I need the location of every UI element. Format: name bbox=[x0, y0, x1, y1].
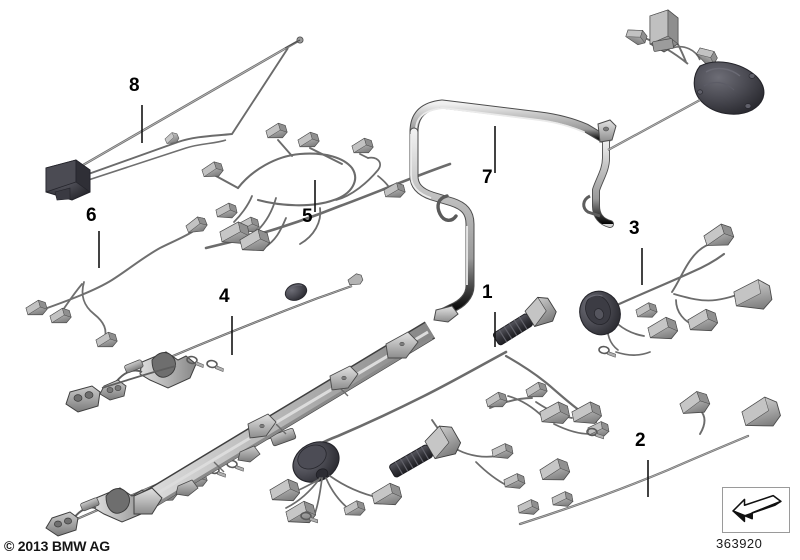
copyright-notice: © 2013 BMW AG bbox=[4, 538, 110, 554]
rubber-boot bbox=[693, 61, 765, 115]
upright-connector bbox=[649, 9, 679, 53]
part-3-grommet-wiring-harness bbox=[579, 221, 773, 359]
direction-indicator-box bbox=[722, 487, 790, 533]
ribbed-black-connector-b bbox=[389, 425, 462, 478]
callout-number-1: 1 bbox=[482, 282, 493, 303]
oval-grommet bbox=[292, 441, 340, 483]
callout-leader-lines bbox=[98, 105, 649, 497]
callout-number-5: 5 bbox=[302, 206, 313, 227]
bent-arrow-icon bbox=[732, 494, 782, 523]
round-grommet bbox=[579, 290, 621, 336]
callout-number-2: 2 bbox=[635, 430, 646, 451]
callout-number-8: 8 bbox=[129, 75, 140, 96]
part-4-bowden-cable-assembly bbox=[45, 273, 364, 537]
part-8-antenna-cable-module bbox=[45, 36, 304, 201]
part-7-bent-tube-rail bbox=[409, 99, 617, 323]
callout-number-6: 6 bbox=[86, 205, 97, 226]
callout-number-7: 7 bbox=[482, 167, 493, 188]
callout-number-4: 4 bbox=[219, 286, 230, 307]
callout-number-3: 3 bbox=[629, 218, 640, 239]
part-2-extension-cable-harness bbox=[516, 388, 781, 526]
part-1-main-seat-wiring-harness bbox=[268, 296, 610, 528]
rubber-boot-grommet-assembly bbox=[607, 9, 765, 151]
seat-rail-assembly bbox=[133, 321, 436, 515]
ribbed-black-connector-a bbox=[492, 296, 557, 346]
part-6-branch-wiring-harness bbox=[24, 214, 210, 351]
cable-bracket-lower bbox=[45, 427, 297, 537]
diagram-part-number: 363920 bbox=[716, 536, 763, 551]
cable-bracket-upper bbox=[65, 351, 226, 413]
control-module-block bbox=[45, 159, 91, 201]
